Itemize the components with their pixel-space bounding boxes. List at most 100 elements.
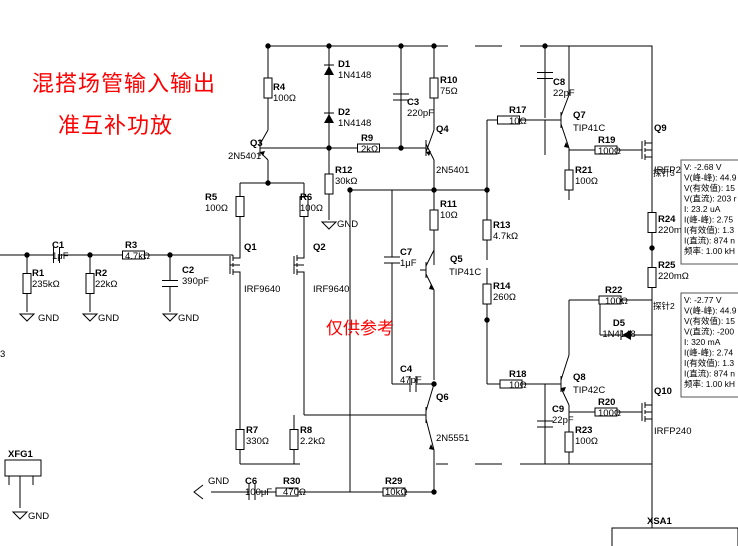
probe2-box <box>680 292 738 398</box>
q4-value: 2N5401 <box>436 165 469 176</box>
watermark-text: 仅供参考 <box>326 319 394 339</box>
r1-ref: R1 <box>32 268 45 279</box>
r10-ref: R10 <box>440 75 457 86</box>
q5-transistor <box>420 262 427 278</box>
node-dot <box>347 187 353 193</box>
d1-ref: D1 <box>338 59 351 70</box>
q6-transistor <box>420 407 427 423</box>
r2-resistor <box>85 273 95 294</box>
r19-value: 100Ω <box>598 146 621 157</box>
q8-transistor <box>555 376 562 392</box>
q4-arrow <box>426 151 431 156</box>
probe2-label: 探针2 <box>653 301 675 311</box>
probe2-line-2: V(有效值): 15 <box>684 316 735 326</box>
c3-capacitor <box>393 46 409 148</box>
c7-capacitor <box>384 230 400 290</box>
probe2-line-6: I(有效值): 1.3 <box>684 358 734 368</box>
node-dot <box>265 43 271 49</box>
q5-ref: Q5 <box>450 254 463 265</box>
wire <box>297 220 305 285</box>
q3-arrow <box>260 151 265 156</box>
gnd-symbol <box>18 313 36 322</box>
r13-value: 4.7kΩ <box>493 231 518 242</box>
wire <box>425 249 435 291</box>
r9-ref: R9 <box>361 133 373 144</box>
r11-ref: R11 <box>440 199 458 210</box>
node-dot <box>431 43 437 49</box>
q1-ref: Q1 <box>244 242 257 253</box>
r23-value: 100Ω <box>575 436 598 447</box>
r3-resistor <box>122 250 145 260</box>
probe3-line-8: 频率: 1.00 kH <box>684 246 735 256</box>
xfg1-ref: XFG1 <box>8 449 34 460</box>
edge-label: 3 <box>0 349 5 360</box>
r20-ref: R20 <box>598 397 615 408</box>
r7-value: 330Ω <box>246 436 269 447</box>
q3-ref: Q3 <box>250 138 263 149</box>
r17-ref: R17 <box>509 105 526 116</box>
r24-ref: R24 <box>658 214 676 225</box>
c8-capacitor <box>537 46 553 105</box>
r30-ref: R30 <box>283 476 300 487</box>
q5-arrow <box>429 284 434 290</box>
probe3-box <box>680 159 738 265</box>
q7-ref: Q7 <box>573 110 586 121</box>
r14-ref: R14 <box>493 281 511 292</box>
r8-value: 2.2kΩ <box>300 436 325 447</box>
r20-resistor <box>594 407 618 417</box>
q8-value: TIP42C <box>573 385 605 396</box>
xfg1-generator <box>4 459 42 477</box>
probe2-line-8: 频率: 1.00 kH <box>684 379 735 389</box>
r3-value: 4.7kΩ <box>125 251 150 262</box>
r20-value: 100Ω <box>598 408 621 419</box>
c4-capacitor <box>392 376 434 392</box>
wire <box>560 354 570 406</box>
wire <box>560 94 570 149</box>
gnd-label: GND <box>38 313 59 324</box>
c9-value: 22pF <box>552 415 574 426</box>
r4-ref: R4 <box>273 82 286 93</box>
r25-value: 220mΩ <box>658 271 689 282</box>
probe3-line-5: I(峰-峰): 2.75 <box>684 215 733 225</box>
probe3-line-0: V: -2.68 V <box>684 162 722 172</box>
r17-resistor <box>497 115 520 125</box>
d2-value: 1N4148 <box>338 118 371 129</box>
wire <box>568 299 652 355</box>
r11-resistor <box>429 209 439 231</box>
xsa1-analyzer <box>611 527 738 546</box>
r9-value: 2kΩ <box>361 144 378 155</box>
r24-resistor <box>647 212 657 233</box>
c3-value: 220pF <box>407 108 434 119</box>
wire <box>349 189 392 492</box>
r29-ref: R29 <box>385 476 402 487</box>
c8-ref: C8 <box>553 77 565 88</box>
r14-value: 260Ω <box>493 292 516 303</box>
q6-ref: Q6 <box>436 392 449 403</box>
q1-mosfet <box>229 255 234 275</box>
r12-value: 30kΩ <box>335 176 357 187</box>
r11-value: 10Ω <box>440 210 458 221</box>
probe2-line-0: V: -2.77 V <box>684 295 722 305</box>
c6-capacitor <box>246 484 258 500</box>
wire <box>239 285 305 415</box>
feedback-arrow <box>193 484 204 500</box>
probe2-line-7: I(直流): 874 n <box>684 369 735 379</box>
r23-resistor <box>564 431 574 453</box>
r21-ref: R21 <box>575 165 593 176</box>
q2-ref: Q2 <box>313 242 326 253</box>
c1-ref: C1 <box>52 240 65 251</box>
d1-value: 1N4148 <box>338 70 371 81</box>
wire <box>425 129 435 161</box>
c9-ref: C9 <box>552 404 564 415</box>
c4-ref: C4 <box>400 364 413 375</box>
r24-value: 220m <box>658 225 682 236</box>
r7-resistor <box>235 429 245 450</box>
q8-arrow <box>561 387 566 392</box>
r22-ref: R22 <box>605 285 622 296</box>
c3-ref: C3 <box>407 97 419 108</box>
d1-diode <box>324 66 334 75</box>
probe2-line-3: V(直流): -200 <box>684 327 734 337</box>
gnd-label: GND <box>28 511 49 522</box>
